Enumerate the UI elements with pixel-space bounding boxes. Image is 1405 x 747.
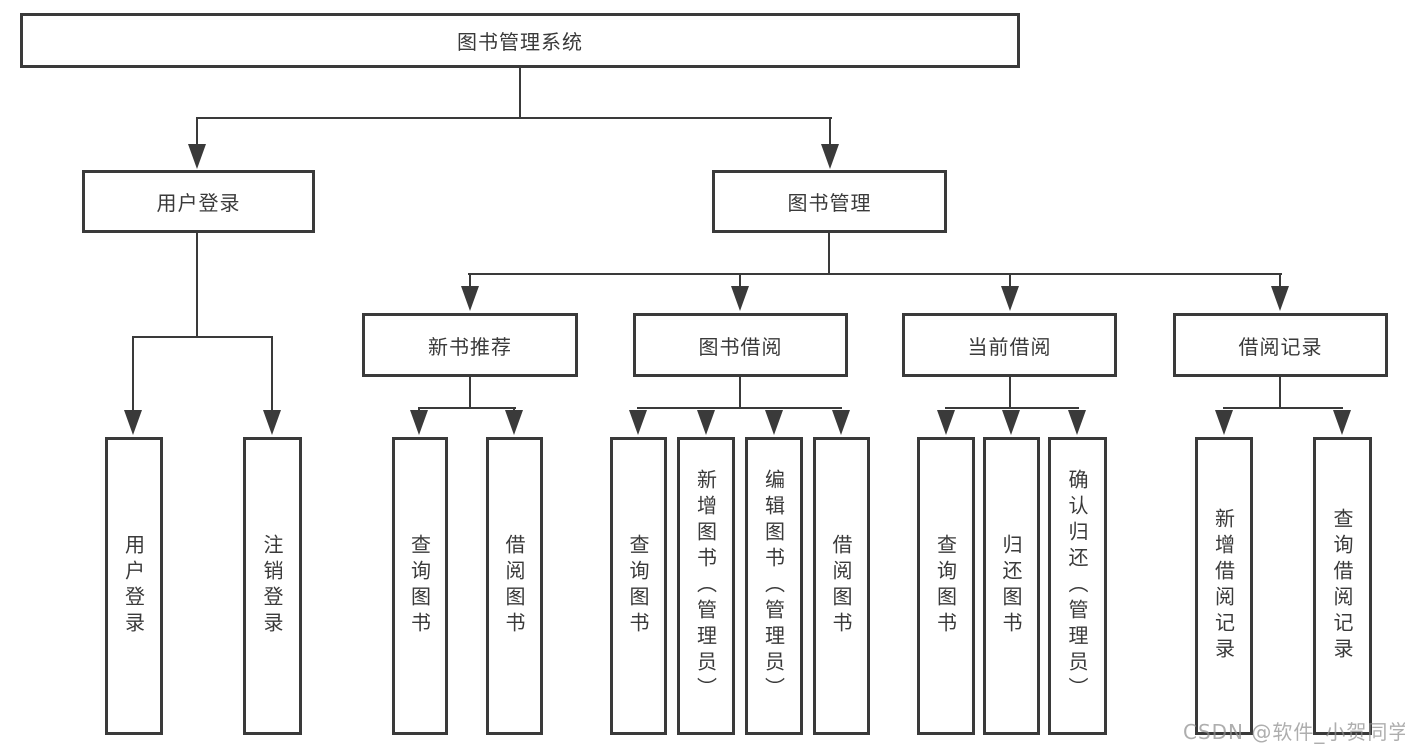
connector-borrowing-rail (637, 407, 842, 409)
connector-current-stem (1009, 377, 1011, 407)
arrowhead-down-icon (1333, 410, 1351, 435)
leaf-confirm-return-admin: 确认归还（管理员） (1048, 437, 1107, 735)
connector-level2-drop (739, 273, 741, 287)
arrowhead-down-icon (461, 286, 479, 311)
connector-recommend-rail (418, 407, 516, 409)
node-user-login: 用户登录 (82, 170, 315, 233)
connector-level2-drop (1009, 273, 1011, 287)
leaf-add-books-admin: 新增图书（管理员） (677, 437, 735, 735)
csdn-watermark: CSDN @软件_小贺同学 (1183, 720, 1405, 744)
connector-user-login-stem (196, 233, 198, 336)
connector-level2-rail (468, 273, 1282, 275)
leaf-query-borrow-record: 查询借阅记录 (1313, 437, 1372, 735)
connector-logout-leaf-drop (271, 336, 273, 412)
connector-user-login-drop (196, 117, 198, 147)
connector-login-leaf-drop (132, 336, 134, 412)
arrowhead-down-icon (821, 144, 839, 169)
arrowhead-down-icon (697, 410, 715, 435)
node-book-management: 图书管理 (712, 170, 947, 233)
arrowhead-down-icon (410, 410, 428, 435)
connector-level2-drop (469, 273, 471, 287)
connector-root-stem (519, 67, 521, 119)
arrowhead-down-icon (124, 410, 142, 435)
arrowhead-down-icon (832, 410, 850, 435)
node-new-book-recommendation: 新书推荐 (362, 313, 578, 377)
connector-records-rail (1223, 407, 1343, 409)
node-book-borrowing: 图书借阅 (633, 313, 848, 377)
leaf-user-login: 用户登录 (105, 437, 163, 735)
leaf-query-books: 查询图书 (610, 437, 667, 735)
connector-borrowing-stem (739, 377, 741, 407)
connector-level1-rail (196, 117, 832, 119)
arrowhead-down-icon (765, 410, 783, 435)
arrowhead-down-icon (937, 410, 955, 435)
leaf-borrow-books: 借阅图书 (486, 437, 543, 735)
arrowhead-down-icon (1215, 410, 1233, 435)
arrowhead-down-icon (731, 286, 749, 311)
arrowhead-down-icon (263, 410, 281, 435)
node-library-management-system: 图书管理系统 (20, 13, 1020, 68)
connector-records-stem (1279, 377, 1281, 407)
leaf-query-books: 查询图书 (917, 437, 975, 735)
connector-current-rail (945, 407, 1079, 409)
connector-level2-drop (1279, 273, 1281, 287)
arrowhead-down-icon (1001, 286, 1019, 311)
leaf-edit-books-admin: 编辑图书（管理员） (745, 437, 803, 735)
leaf-borrow-books: 借阅图书 (813, 437, 870, 735)
arrowhead-down-icon (1002, 410, 1020, 435)
node-borrowing-records: 借阅记录 (1173, 313, 1388, 377)
arrowhead-down-icon (629, 410, 647, 435)
leaf-query-books: 查询图书 (392, 437, 448, 735)
connector-book-management-stem (828, 233, 830, 273)
leaf-logout: 注销登录 (243, 437, 302, 735)
arrowhead-down-icon (188, 144, 206, 169)
leaf-return-books: 归还图书 (983, 437, 1040, 735)
leaf-add-borrow-record: 新增借阅记录 (1195, 437, 1253, 735)
connector-book-management-drop (829, 117, 831, 147)
arrowhead-down-icon (1271, 286, 1289, 311)
connector-recommend-stem (469, 377, 471, 407)
arrowhead-down-icon (1068, 410, 1086, 435)
node-current-borrowing: 当前借阅 (902, 313, 1117, 377)
arrowhead-down-icon (505, 410, 523, 435)
connector-user-login-rail (132, 336, 273, 338)
